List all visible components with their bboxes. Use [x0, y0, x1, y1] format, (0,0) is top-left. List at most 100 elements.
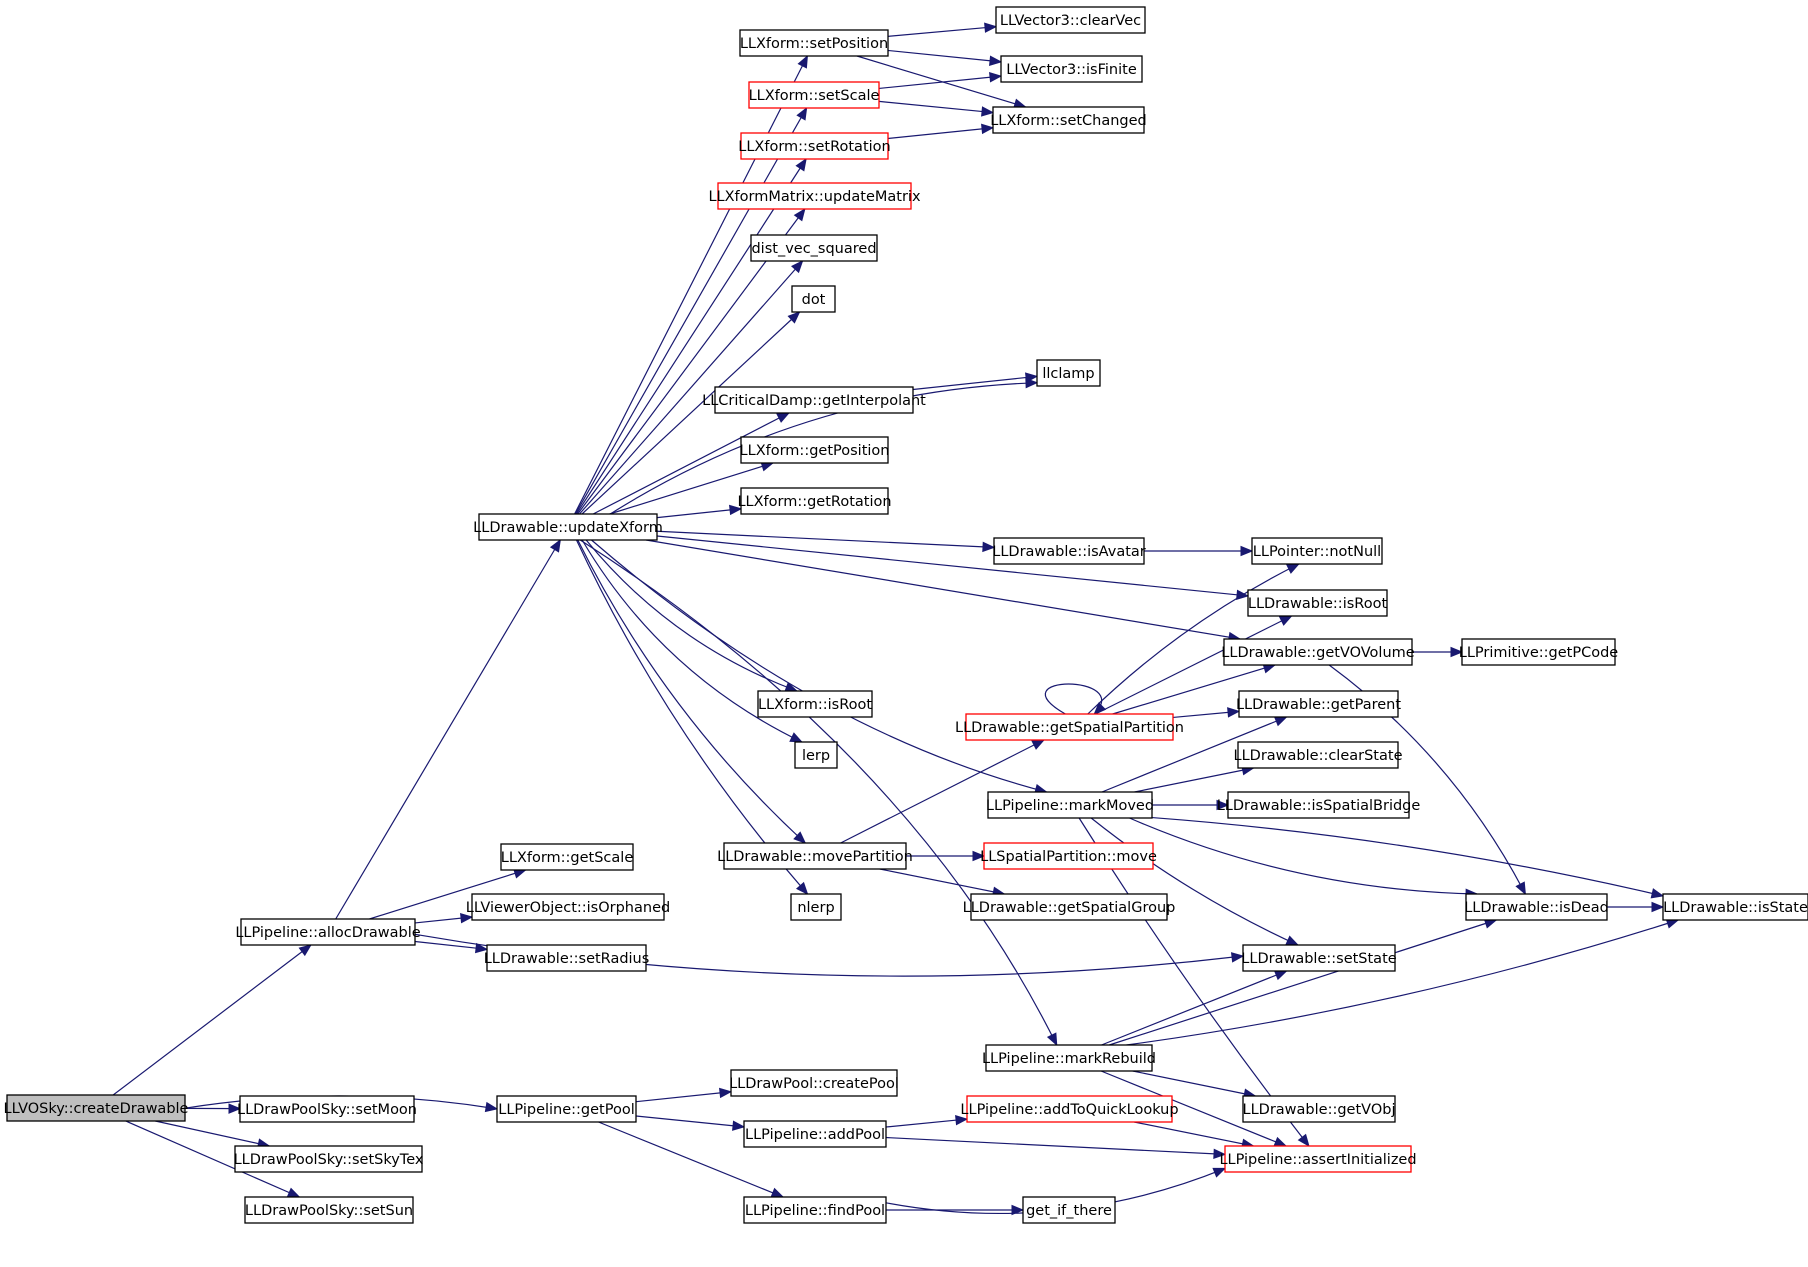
node-box — [970, 893, 1168, 921]
node-box — [748, 81, 880, 109]
node-isFinite[interactable]: LLVector3::isFinite — [1000, 55, 1143, 83]
node-addToQuickLookup[interactable]: LLPipeline::addToQuickLookup — [960, 1095, 1179, 1123]
node-box — [740, 132, 889, 160]
node-box — [1224, 1145, 1412, 1173]
node-box — [985, 1044, 1153, 1072]
node-label: LLDrawable::isAvatar — [992, 544, 1146, 560]
node-getPool[interactable]: LLPipeline::getPool — [496, 1095, 637, 1123]
node-movePartition[interactable]: LLDrawable::movePartition — [717, 842, 913, 870]
node-box — [500, 843, 634, 871]
node-updateMatrix[interactable]: LLXformMatrix::updateMatrix — [708, 182, 921, 210]
node-notNull[interactable]: LLPointer::notNull — [1251, 537, 1383, 565]
node-setState[interactable]: LLDrawable::setState — [1241, 944, 1397, 972]
node-clearState[interactable]: LLDrawable::clearState — [1234, 741, 1403, 769]
node-label: LLXform::getPosition — [740, 443, 890, 459]
node-label: LLXform::setChanged — [990, 113, 1147, 129]
edge-updateXform-to-xfGetPosition — [609, 461, 775, 515]
node-xfGetScale[interactable]: LLXform::getScale — [500, 843, 634, 871]
node-box — [240, 918, 416, 946]
node-label: LLDrawable::getVOVolume — [1221, 645, 1414, 661]
arrowhead — [790, 260, 804, 274]
arrowhead — [1650, 888, 1665, 899]
node-createDrawable[interactable]: LLVOSky::createDrawable — [4, 1094, 189, 1122]
function-nodes: LLVOSky::createDrawable LLPipeline::alloc… — [4, 6, 1808, 1224]
node-xfSetRotation[interactable]: LLXform::setRotation — [738, 132, 891, 160]
node-isSpatialBridge[interactable]: LLDrawable::isSpatialBridge — [1217, 791, 1421, 819]
node-findPool[interactable]: LLPipeline::findPool — [743, 1196, 887, 1224]
edge-line — [579, 539, 1058, 1046]
node-setMoon[interactable]: LLDrawPoolSky::setMoon — [237, 1095, 417, 1123]
node-isState[interactable]: LLDrawable::isState — [1662, 893, 1808, 921]
node-getPCode[interactable]: LLPrimitive::getPCode — [1459, 638, 1619, 666]
edge-line — [1129, 817, 1478, 895]
node-getInterpolant[interactable]: LLCriticalDamp::getInterpolant — [702, 386, 926, 414]
node-getSpatialGroup[interactable]: LLDrawable::getSpatialGroup — [963, 893, 1176, 921]
node-isOrphaned[interactable]: LLViewerObject::isOrphaned — [466, 893, 670, 921]
node-xfSetScale[interactable]: LLXform::setScale — [748, 81, 880, 109]
node-llclamp[interactable]: llclamp — [1036, 359, 1101, 387]
node-allocDrawable[interactable]: LLPipeline::allocDrawable — [235, 918, 421, 946]
arrowhead — [984, 22, 998, 33]
node-getParent[interactable]: LLDrawable::getParent — [1236, 690, 1401, 718]
arrowhead — [1297, 1133, 1310, 1148]
node-updateXform[interactable]: LLDrawable::updateXform — [473, 513, 663, 541]
node-spMove[interactable]: LLSpatialPartition::move — [980, 842, 1157, 870]
arrowhead — [1273, 1136, 1288, 1147]
node-xfGetRotation[interactable]: LLXform::getRotation — [737, 487, 892, 515]
node-setSkyTex[interactable]: LLDrawPoolSky::setSkyTex — [234, 1145, 424, 1173]
node-isDead[interactable]: LLDrawable::isDead — [1464, 893, 1609, 921]
node-lerp[interactable]: lerp — [794, 741, 838, 769]
arrowhead — [795, 157, 807, 172]
node-getSpatialPartition[interactable]: LLDrawable::getSpatialPartition — [955, 713, 1184, 741]
edge-markMoved-to-setState — [1090, 817, 1300, 946]
node-getIfThere[interactable]: get_if_there — [1022, 1196, 1116, 1224]
node-box — [1000, 55, 1143, 83]
arrowhead — [1216, 799, 1230, 811]
edge-line — [1132, 1070, 1256, 1097]
node-label: LLDrawable::getParent — [1236, 697, 1401, 713]
node-isAvatar[interactable]: LLDrawable::isAvatar — [992, 537, 1146, 565]
edge-xfSetScale-to-isFinite — [878, 72, 1003, 90]
edge-getInterpolant-to-llclamp — [912, 372, 1039, 391]
node-getVObj[interactable]: LLDrawable::getVObj — [1242, 1095, 1396, 1123]
edge-line — [369, 869, 526, 920]
node-dot[interactable]: dot — [791, 285, 836, 313]
node-box — [239, 1095, 415, 1123]
edge-line — [1100, 1070, 1287, 1147]
node-assertInitialized[interactable]: LLPipeline::assertInitialized — [1219, 1145, 1417, 1173]
arrowhead — [1515, 881, 1526, 896]
edge-line — [1109, 919, 1497, 1046]
node-box — [993, 537, 1145, 565]
node-addPool[interactable]: LLPipeline::addPool — [743, 1120, 887, 1148]
edge-updateXform-to-xfSetRotation — [575, 157, 807, 515]
edge-line — [579, 260, 803, 515]
node-clearVec[interactable]: LLVector3::clearVec — [995, 6, 1146, 34]
node-getVOVolume[interactable]: LLDrawable::getVOVolume — [1221, 638, 1415, 666]
edge-line — [856, 55, 1026, 108]
node-setSun[interactable]: LLDrawPoolSky::setSun — [244, 1196, 414, 1224]
node-box — [234, 1145, 423, 1173]
node-markMoved[interactable]: LLPipeline::markMoved — [986, 791, 1154, 819]
node-xfSetPosition[interactable]: LLXform::setPosition — [739, 29, 889, 57]
node-distVec[interactable]: dist_vec_squared — [750, 234, 878, 262]
node-setChanged[interactable]: LLXform::setChanged — [990, 106, 1147, 134]
arrowhead — [729, 504, 743, 516]
node-setRadius[interactable]: LLDrawable::setRadius — [484, 944, 650, 972]
node-xfIsRoot[interactable]: LLXform::isRoot — [757, 690, 873, 718]
edge-line — [656, 530, 995, 549]
node-box — [478, 513, 658, 541]
node-nlerp[interactable]: nlerp — [790, 893, 842, 921]
node-markRebuild[interactable]: LLPipeline::markRebuild — [982, 1044, 1156, 1072]
node-box — [1662, 893, 1808, 921]
node-box — [1251, 537, 1383, 565]
edge-updateXform-to-getVOVolume — [645, 539, 1242, 643]
node-xfGetPosition[interactable]: LLXform::getPosition — [740, 436, 890, 464]
node-box — [471, 893, 665, 921]
node-box — [244, 1196, 414, 1224]
arrowhead — [1031, 739, 1046, 750]
node-box — [1242, 944, 1396, 972]
edge-updateXform-to-dot — [581, 311, 801, 515]
node-dIsRoot[interactable]: LLDrawable::isRoot — [1247, 589, 1388, 617]
node-createPool[interactable]: LLDrawPool::createPool — [729, 1069, 899, 1097]
